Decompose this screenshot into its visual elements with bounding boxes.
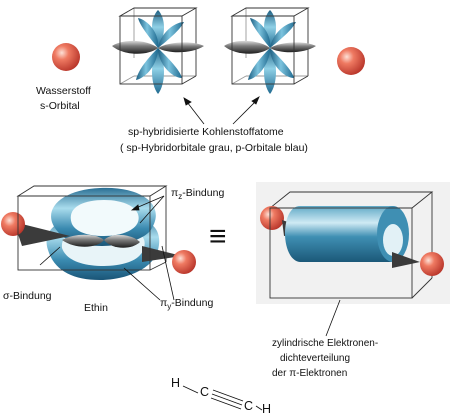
cylinder-label-line3: der π-Elektronen	[272, 368, 348, 379]
cylinder-label-line1: zylindrische Elektronen-	[272, 338, 379, 349]
pi-y-symbol: π	[160, 297, 168, 309]
cylinder-label-line2: dichteverteilung	[280, 353, 351, 364]
ethin-formula-bonds	[182, 385, 263, 411]
ethin-label: Ethin	[84, 302, 108, 314]
hydrogen-label-line1: Wasserstoff	[36, 85, 91, 97]
sp-carbon-label-line1: sp-hybridisierte Kohlenstoffatome	[128, 126, 284, 138]
hydrogen-atom-top-right	[337, 47, 365, 75]
pointer-cylinder	[325, 299, 341, 337]
formula-h-right: H	[262, 402, 272, 416]
pi-y-subscript: y	[167, 302, 172, 312]
sigma-bond-label: σ-Bindung	[3, 290, 52, 302]
pi-z-symbol: π	[171, 187, 179, 199]
sp-carbon-atom-1	[112, 7, 204, 94]
ethin-orbital-model	[1, 185, 196, 280]
pointer-lines-ethin	[39, 195, 175, 301]
cylindrical-electron-density-model	[256, 182, 450, 304]
pi-z-subscript: z	[178, 192, 183, 202]
pi-y-text: -Bindung	[171, 297, 214, 309]
equivalence-symbol: ≡	[209, 220, 227, 253]
formula-c-right: C	[244, 399, 254, 413]
hydrogen-label-line2: s-Orbital	[40, 100, 80, 112]
arrow-to-carbon-1	[183, 97, 205, 125]
formula-c-left: C	[200, 385, 210, 399]
hydrogen-atom-top-left	[52, 43, 80, 71]
arrow-to-carbon-2	[232, 96, 260, 125]
formula-h-left: H	[171, 376, 181, 390]
pi-z-text: -Bindung	[182, 187, 225, 199]
sp-carbon-label-line2: ( sp-Hybridorbitale grau, p-Orbitale bla…	[120, 142, 308, 154]
sp-carbon-atom-2	[224, 7, 316, 94]
pi-z-bond-label: πz-Bindung	[171, 187, 224, 203]
pi-y-bond-label: πy-Bindung	[160, 297, 213, 313]
